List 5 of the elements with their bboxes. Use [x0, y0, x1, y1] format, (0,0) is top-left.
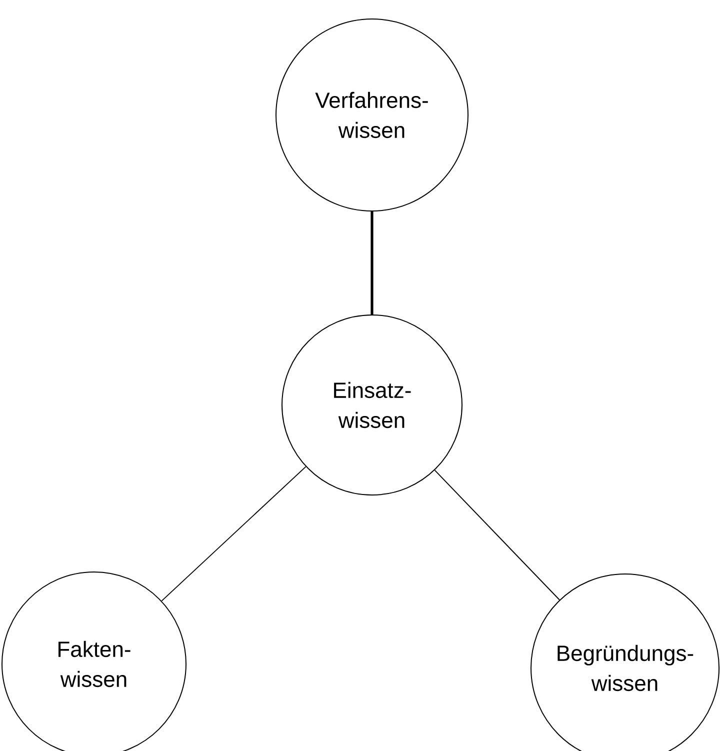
circle-node: Einsatz- wissen — [282, 314, 462, 496]
circle-node: Verfahrens- wissen — [276, 18, 468, 212]
connector-line — [434, 470, 560, 600]
connector-line — [370, 212, 374, 314]
connector-line — [161, 466, 306, 602]
